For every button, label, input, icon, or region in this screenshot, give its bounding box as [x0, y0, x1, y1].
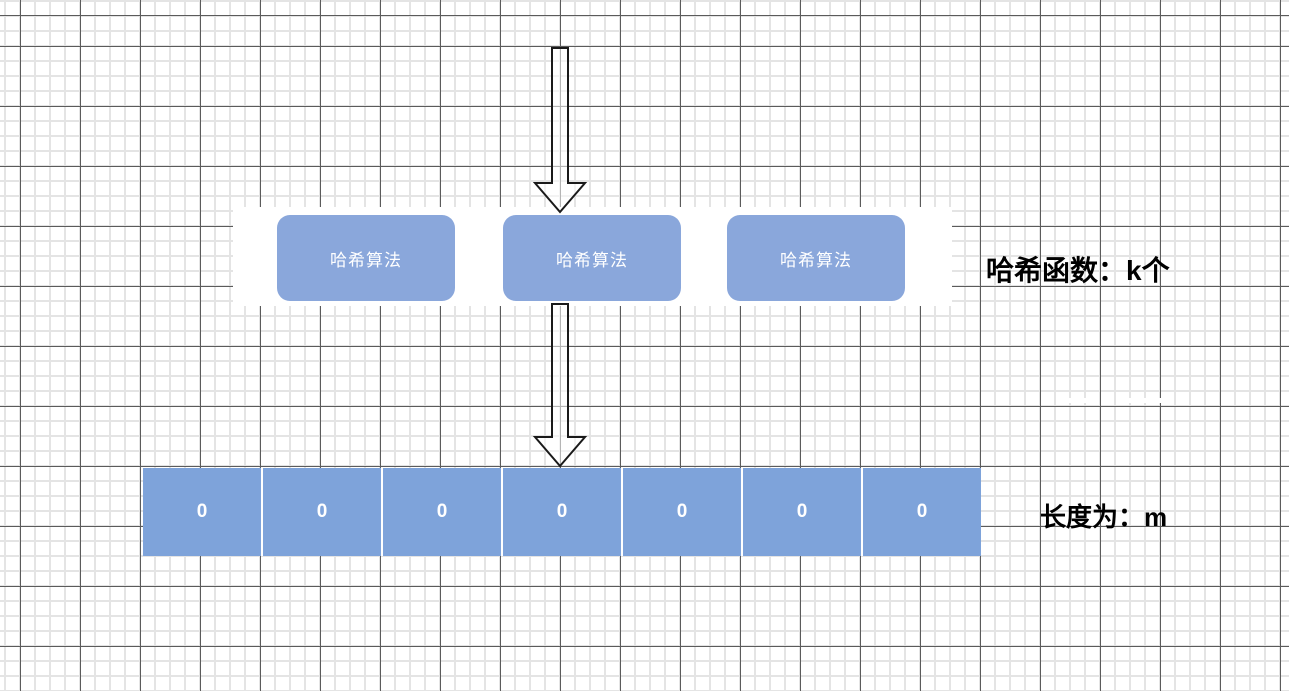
hash-box-2-label: 哈希算法 — [556, 250, 628, 270]
down-arrow-icon-middle — [532, 303, 588, 468]
bit-cell-7: 0 — [863, 468, 981, 556]
bit-cell-4: 0 — [503, 468, 621, 556]
white-dashed-artifact — [1063, 398, 1176, 403]
hash-function-count-label: 哈希函数：k个 — [986, 255, 1170, 286]
bit-cell-5: 0 — [623, 468, 741, 556]
hash-box-1-label: 哈希算法 — [330, 250, 402, 270]
bit-cell-3: 0 — [383, 468, 501, 556]
hash-box-3-label: 哈希算法 — [780, 250, 852, 270]
down-arrow-icon-top — [532, 47, 588, 214]
bit-cell-6: 0 — [743, 468, 861, 556]
hash-box-2: 哈希算法 — [503, 215, 681, 301]
bit-array: 0 0 0 0 0 0 0 — [143, 468, 981, 556]
bit-cell-2: 0 — [263, 468, 381, 556]
bit-cell-1: 0 — [143, 468, 261, 556]
hash-box-3: 哈希算法 — [727, 215, 905, 301]
array-length-label: 长度为：m — [1040, 502, 1168, 532]
hash-box-1: 哈希算法 — [277, 215, 455, 301]
